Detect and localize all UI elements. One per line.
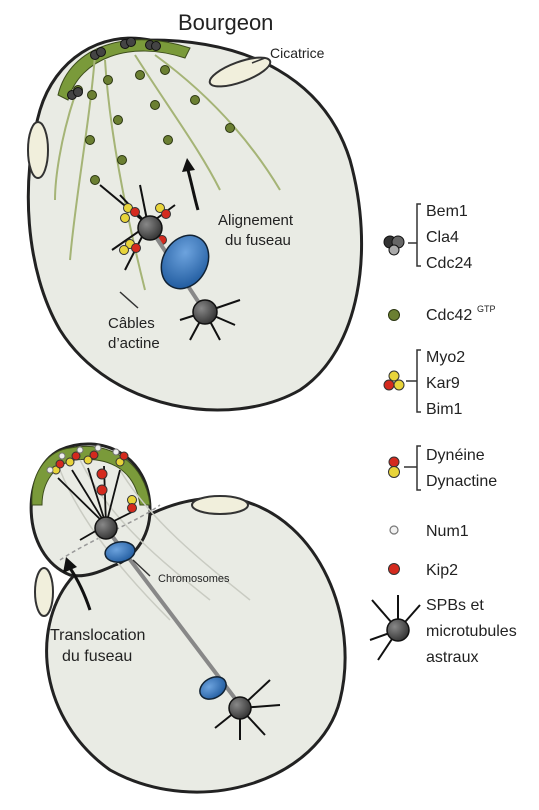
legend-bem1: Bem1 Cla4 Cdc24 xyxy=(384,203,472,272)
legend-num1: Num1 xyxy=(390,523,469,540)
svg-text:Dynéine: Dynéine xyxy=(426,447,485,464)
bottom-scar-right xyxy=(192,496,248,514)
bottom-cell: Chromosomes Translocation du fuseau xyxy=(31,444,345,792)
svg-text:Bim1: Bim1 xyxy=(426,401,463,418)
legend-spb: SPBs et microtubules astraux xyxy=(370,595,517,666)
bud-label: Bourgeon xyxy=(178,10,273,35)
svg-text:Kar9: Kar9 xyxy=(426,375,460,392)
num1-icon xyxy=(390,526,398,534)
svg-text:SPBs et: SPBs et xyxy=(426,597,484,614)
top-scar-left xyxy=(28,122,48,178)
svg-text:Num1: Num1 xyxy=(426,523,469,540)
svg-text:GTP: GTP xyxy=(477,304,496,314)
translocation-label-2: du fuseau xyxy=(62,648,132,665)
svg-text:Cdc24: Cdc24 xyxy=(426,255,472,272)
spb-microtubules-icon xyxy=(387,619,409,641)
legend-kip2: Kip2 xyxy=(389,562,459,579)
cdc42-gtp-icon xyxy=(389,310,400,321)
translocation-label-1: Translocation xyxy=(50,627,145,644)
svg-text:microtubules: microtubules xyxy=(426,623,517,640)
top-spb-lower xyxy=(193,300,217,324)
actin-cables-label-2: d’actine xyxy=(108,335,160,352)
legend-dynein: Dynéine Dynactine xyxy=(389,446,498,490)
svg-text:Dynactine: Dynactine xyxy=(426,473,497,490)
myo2-complex-icon xyxy=(389,371,399,381)
scar-label: Cicatrice xyxy=(270,45,325,61)
top-cell: Bourgeon Cicatrice Alignement du fuseau … xyxy=(28,10,362,410)
legend-cdc42: Cdc42 GTP xyxy=(389,304,496,324)
svg-text:Cla4: Cla4 xyxy=(426,229,459,246)
svg-text:Cdc42: Cdc42 xyxy=(426,307,472,324)
chromosomes-label: Chromosomes xyxy=(158,573,230,585)
dynein-complex-icon xyxy=(389,457,399,467)
top-spb-upper xyxy=(138,216,162,240)
legend: Bem1 Cla4 Cdc24 Cdc42 GTP Myo2 Kar9 Bim1 xyxy=(370,203,517,666)
svg-text:Myo2: Myo2 xyxy=(426,349,465,366)
bottom-spb-lower xyxy=(229,697,251,719)
svg-text:Kip2: Kip2 xyxy=(426,562,458,579)
svg-text:Bem1: Bem1 xyxy=(426,203,468,220)
alignment-label-1: Alignement xyxy=(218,212,294,229)
kip2-icon xyxy=(389,564,400,575)
legend-myo2: Myo2 Kar9 Bim1 xyxy=(384,349,465,418)
bottom-scar-left xyxy=(35,568,53,616)
alignment-label-2: du fuseau xyxy=(225,232,291,249)
bottom-spb-upper xyxy=(95,517,117,539)
actin-cables-label-1: Câbles xyxy=(108,315,155,332)
svg-text:astraux: astraux xyxy=(426,649,478,666)
